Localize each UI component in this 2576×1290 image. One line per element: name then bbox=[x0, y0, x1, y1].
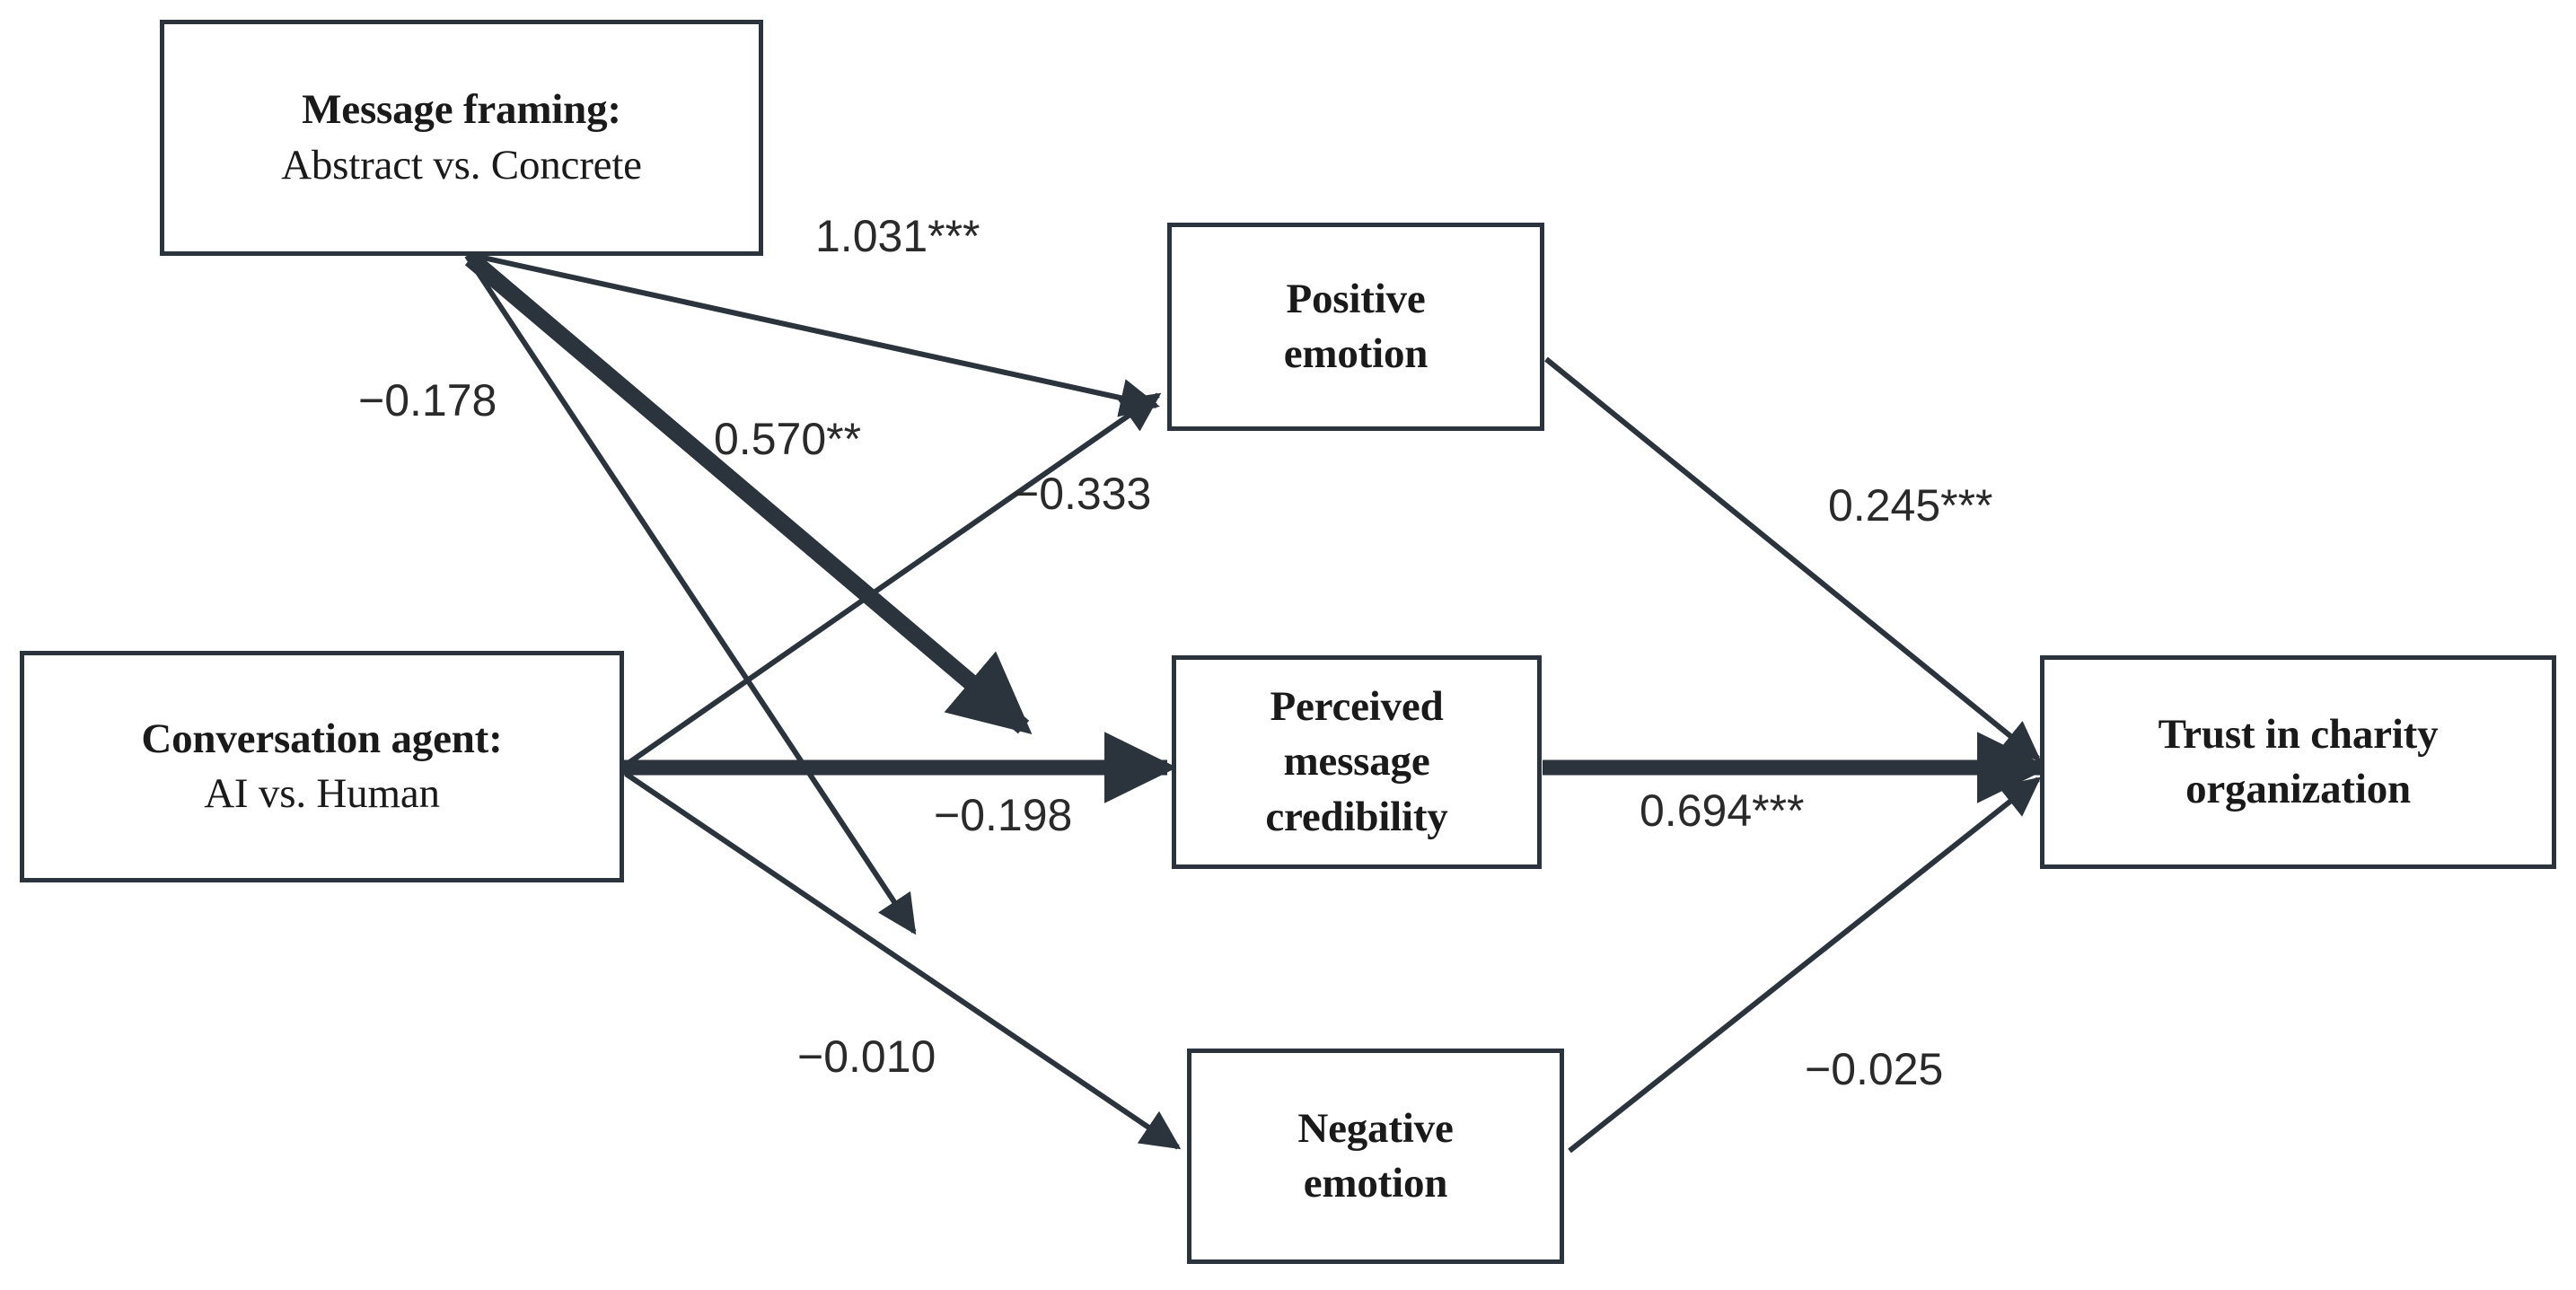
edge-label-agent-to-negative: −0.010 bbox=[797, 1031, 936, 1082]
node-perceived-message-credibility-line2: message bbox=[1283, 738, 1430, 785]
edge-framing-to-positive bbox=[466, 251, 1160, 417]
node-positive-emotion-line2: emotion bbox=[1283, 330, 1429, 377]
edge-label-agent-to-credibility: −0.198 bbox=[934, 790, 1073, 840]
edge-agent-to-negative bbox=[624, 771, 1182, 1150]
node-perceived-message-credibility-line3: credibility bbox=[1265, 793, 1448, 840]
node-negative-emotion-line1: Negative bbox=[1297, 1104, 1454, 1152]
node-trust-in-charity-organization-line1: Trust in charity bbox=[2158, 710, 2439, 758]
edge-framing-to-negative bbox=[464, 254, 917, 935]
node-trust-in-charity-organization-line2: organization bbox=[2185, 766, 2411, 812]
node-conversation-agent-title: Conversation agent: bbox=[141, 715, 503, 762]
edge-negative-to-trust bbox=[1568, 777, 2042, 1154]
edge-positive-to-trust bbox=[1544, 356, 2042, 761]
node-trust-in-charity-organization[interactable]: Trust in charity organization bbox=[2040, 655, 2556, 869]
node-conversation-agent[interactable]: Conversation agent: AI vs. Human bbox=[20, 651, 624, 882]
edge-label-framing-to-credibility: 0.570** bbox=[714, 414, 862, 464]
edge-label-credibility-to-trust: 0.694*** bbox=[1640, 785, 1805, 836]
node-conversation-agent-subtitle: AI vs. Human bbox=[204, 770, 440, 817]
node-perceived-message-credibility[interactable]: Perceived message credibility bbox=[1172, 655, 1542, 869]
edge-agent-to-positive bbox=[624, 392, 1162, 768]
edge-framing-to-credibility bbox=[464, 251, 1033, 734]
node-negative-emotion-line2: emotion bbox=[1303, 1160, 1448, 1207]
node-positive-emotion[interactable]: Positive emotion bbox=[1167, 223, 1544, 431]
node-message-framing-subtitle: Abstract vs. Concrete bbox=[281, 141, 642, 189]
edge-label-framing-to-positive: 1.031*** bbox=[815, 211, 980, 261]
node-positive-emotion-line1: Positive bbox=[1286, 275, 1426, 322]
edge-label-agent-to-positive: −0.333 bbox=[1013, 469, 1152, 519]
edge-label-negative-to-trust: −0.025 bbox=[1805, 1044, 1944, 1094]
node-message-framing-title: Message framing: bbox=[302, 86, 621, 134]
edge-label-positive-to-trust: 0.245*** bbox=[1828, 480, 1993, 531]
node-negative-emotion[interactable]: Negative emotion bbox=[1187, 1049, 1564, 1264]
node-perceived-message-credibility-line1: Perceived bbox=[1270, 683, 1444, 731]
node-message-framing[interactable]: Message framing: Abstract vs. Concrete bbox=[160, 20, 763, 256]
edge-label-framing-to-negative: −0.178 bbox=[358, 375, 497, 426]
